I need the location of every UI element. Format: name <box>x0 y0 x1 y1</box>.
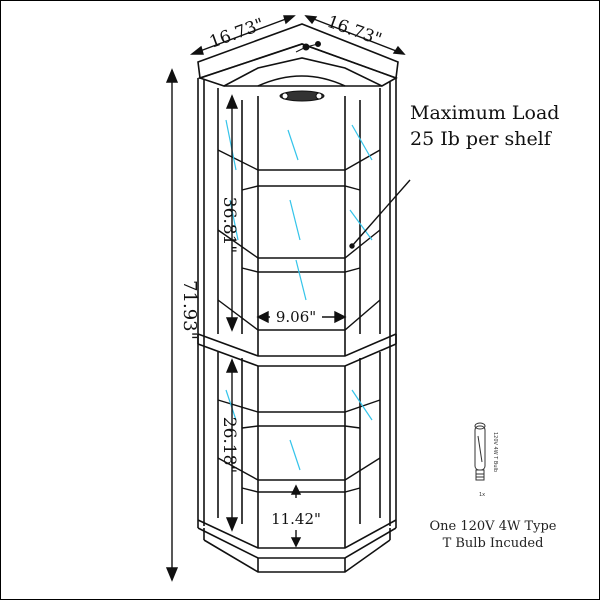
bulb-icon <box>474 422 486 481</box>
max-load-callout: Maximum Load 25 Ib per shelf <box>410 100 580 152</box>
bulb-caption: One 120V 4W Type T Bulb Incuded <box>428 518 558 552</box>
lower-width-label: 11.42" <box>271 510 321 528</box>
cabinet-body <box>197 78 397 573</box>
upper-height-label: 36.81" <box>219 197 239 254</box>
callout-line-2: 25 Ib per shelf <box>410 128 551 150</box>
bulb-caption-line-2: T Bulb Incuded <box>442 536 544 551</box>
bulb-quantity: 1x <box>479 492 485 498</box>
crown-ornament <box>279 90 325 102</box>
bulb-spec-text: 120V 4W T Bulb <box>492 432 498 472</box>
callout-line-1: Maximum Load <box>410 102 560 124</box>
total-height-label: 71.93" <box>179 280 200 340</box>
lower-height-label: 26.18" <box>219 417 239 474</box>
upper-shelves <box>217 149 381 331</box>
dimension-lines <box>165 15 411 582</box>
top-light-fixture-icon <box>295 41 321 53</box>
bulb-caption-line-1: One 120V 4W Type <box>429 519 557 534</box>
glass-highlights <box>225 119 373 471</box>
upper-width-label: 9.06" <box>276 308 316 326</box>
